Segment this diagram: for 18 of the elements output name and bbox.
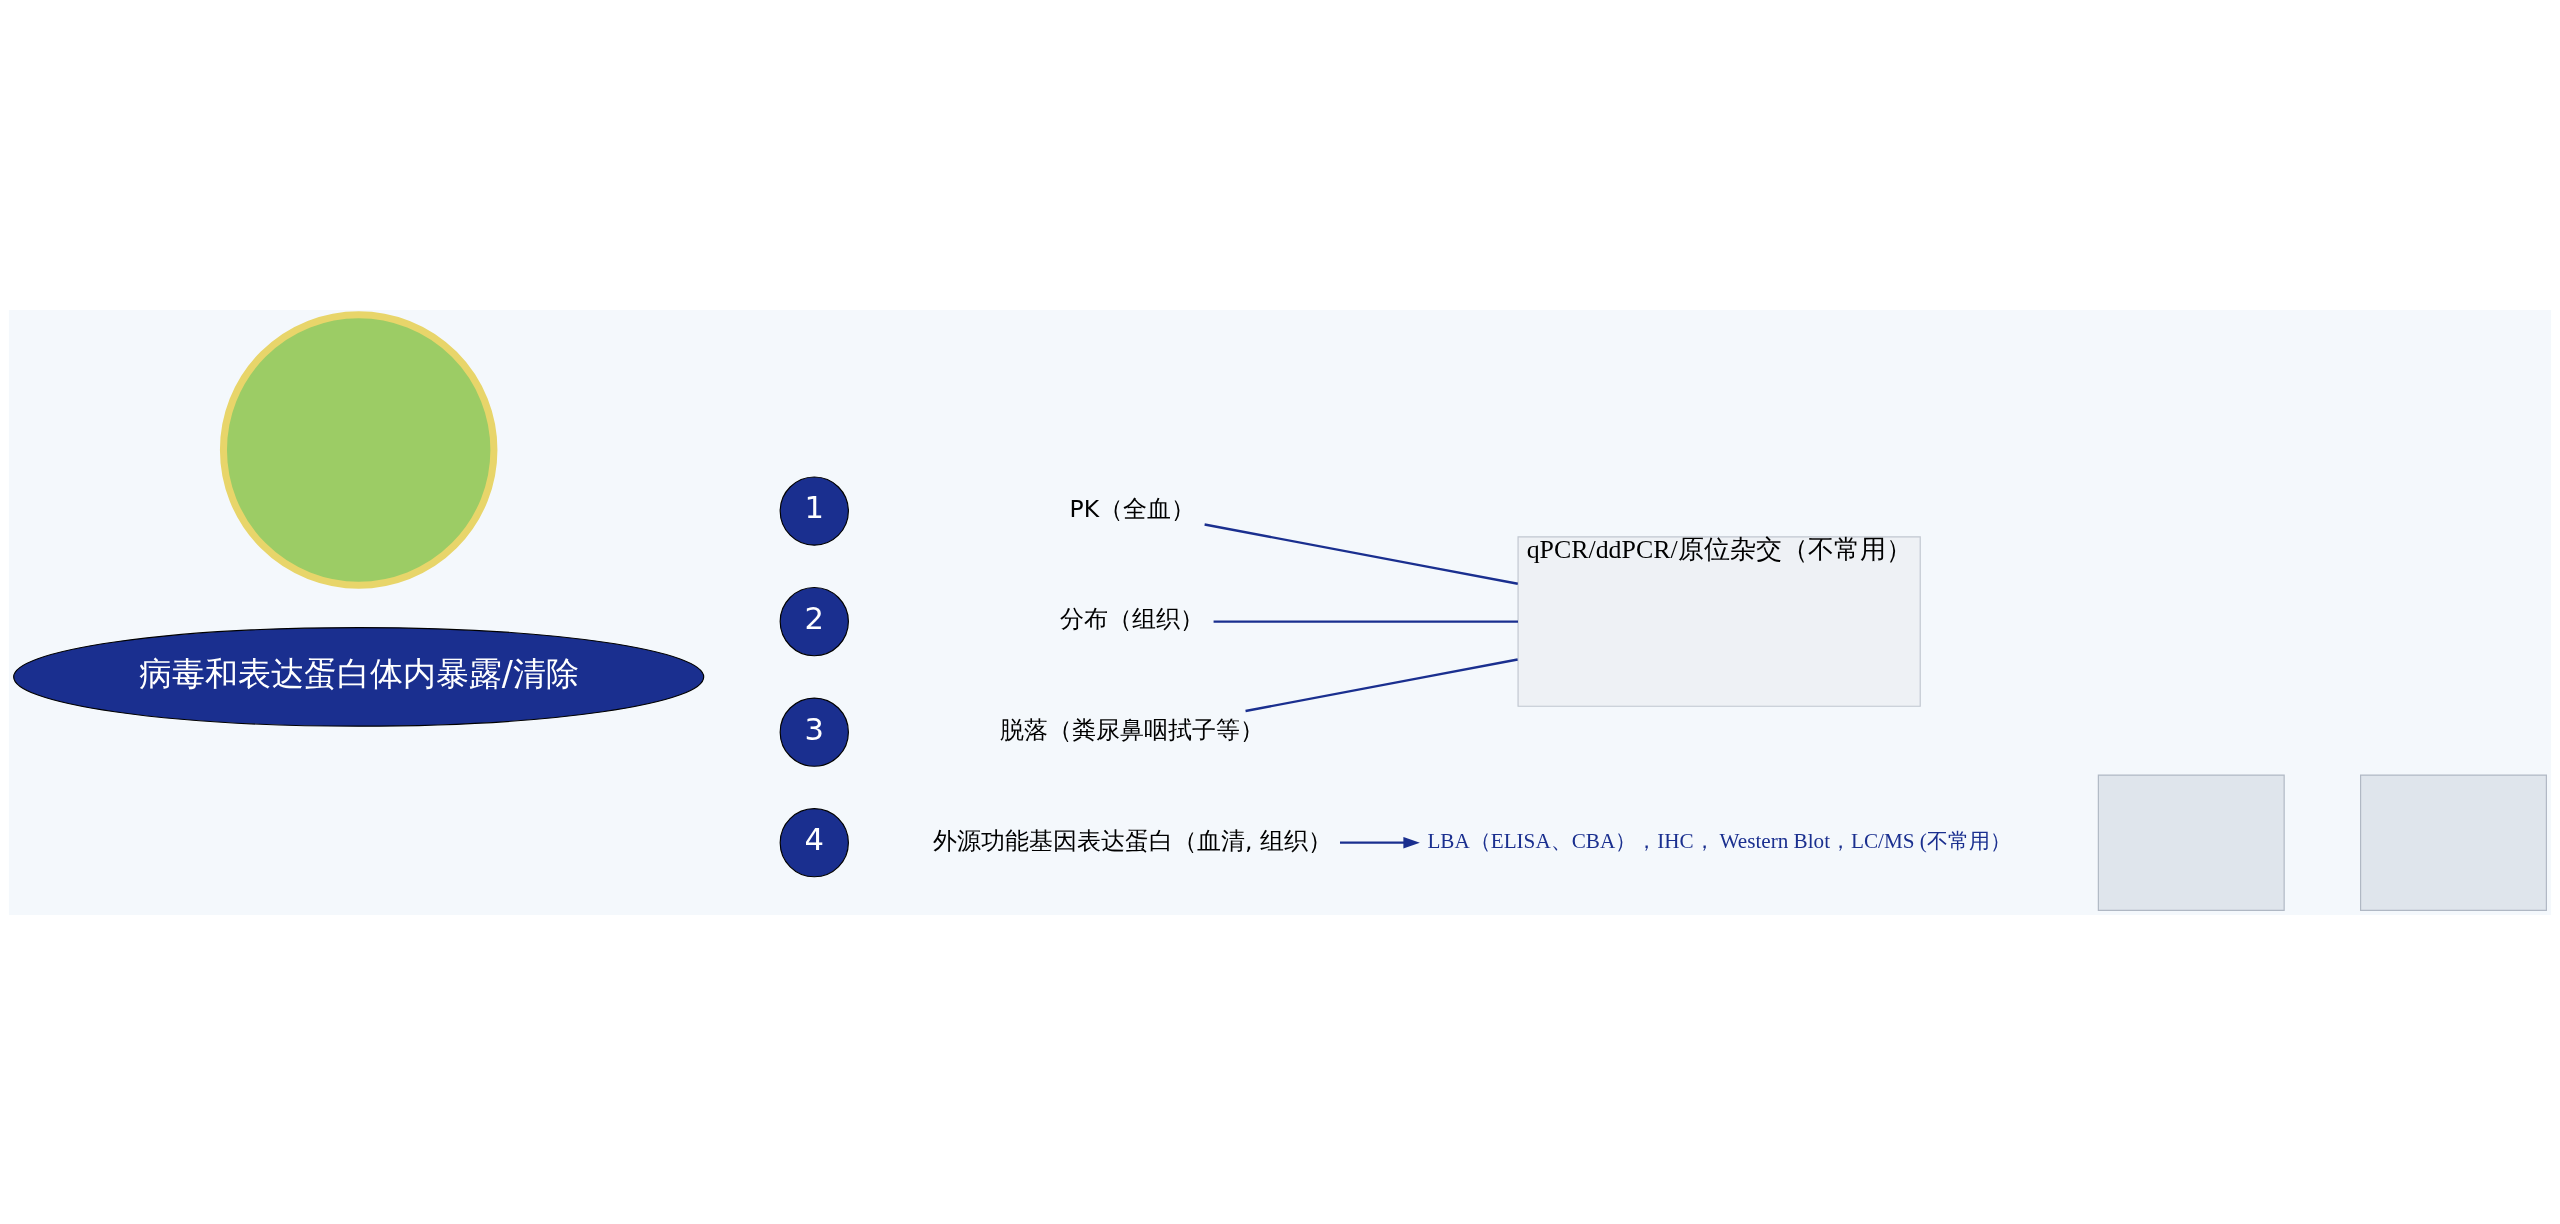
arrow — [1340, 836, 1420, 848]
node-text: 分布（组织） — [1060, 604, 1205, 633]
connector — [1204, 522, 1518, 585]
node-box — [2097, 774, 2285, 911]
connector — [1245, 657, 1518, 712]
node-circle: 1 — [779, 475, 849, 546]
node-box — [2360, 774, 2547, 911]
node-text: PK（全血） — [1069, 494, 1196, 523]
node-ellipse: 病毒和表达蛋白体内暴露/清除 — [13, 626, 705, 727]
node-text: LBA（ELISA、CBA），IHC， Western Blot，LC/MS (不常用） — [1427, 828, 2011, 853]
node-circle: 3 — [779, 696, 849, 767]
node-text: 脱落（粪尿鼻咽拭子等） — [1000, 715, 1265, 744]
node-circle: 2 — [779, 586, 849, 656]
node-box: qPCR/ddPCR/原位杂交（不常用） — [1517, 535, 1921, 707]
node-text: 外源功能基因表达蛋白（血清, 组织） — [932, 826, 1332, 855]
node-circle: 4 — [779, 807, 849, 877]
node-circle — [219, 310, 498, 589]
connector — [1213, 619, 1518, 623]
